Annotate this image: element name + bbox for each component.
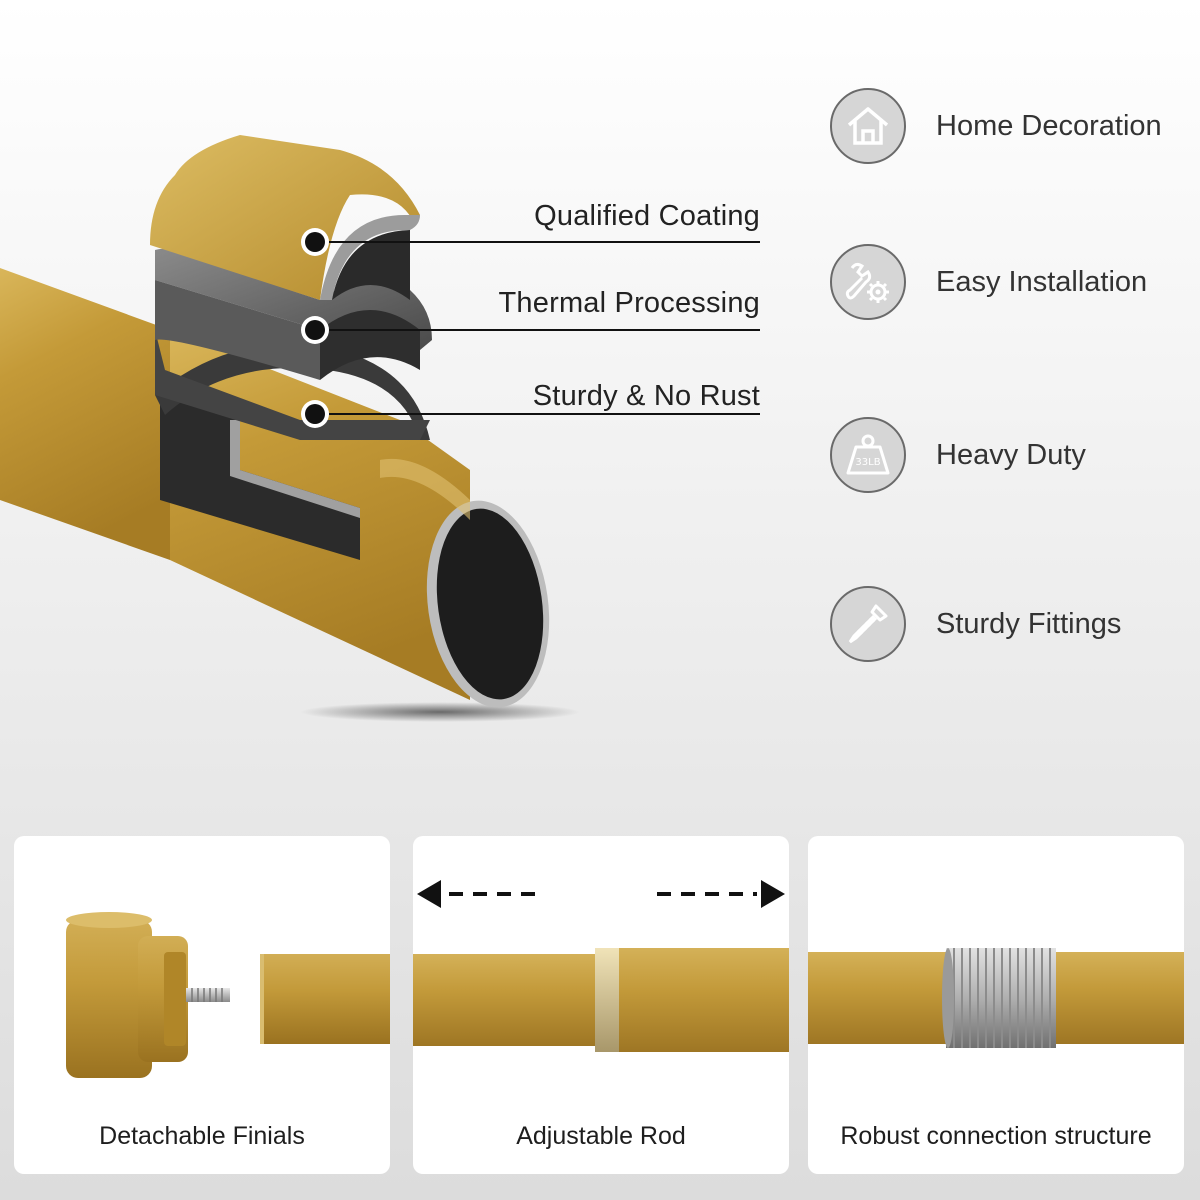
callout-label-rust: Sturdy & No Rust xyxy=(532,380,760,412)
card-caption: Detachable Finials xyxy=(99,1122,305,1150)
layer-coating xyxy=(150,135,420,300)
arrow-right-icon xyxy=(657,880,785,908)
finial-rod xyxy=(260,954,390,1044)
wrench-gear-icon xyxy=(830,244,906,320)
feature-label: Easy Installation xyxy=(936,265,1148,298)
weight-icon: 33LB xyxy=(830,417,906,493)
feature-label: Sturdy Fittings xyxy=(936,607,1122,640)
card-caption: Robust connection structure xyxy=(840,1122,1152,1150)
card-caption: Adjustable Rod xyxy=(516,1122,686,1150)
house-icon xyxy=(830,88,906,164)
feature-home-decoration: Home Decoration xyxy=(830,88,1162,164)
rod-joint-ring xyxy=(595,948,619,1052)
weight-badge: 33LB xyxy=(855,457,880,468)
card-robust-connection: Robust connection structure xyxy=(808,836,1184,1174)
tube-cutaway-illustration xyxy=(0,135,760,722)
feature-sturdy-fittings: Sturdy Fittings xyxy=(830,586,1121,662)
screw-icon xyxy=(830,586,906,662)
finial-illustration xyxy=(66,912,390,1078)
connection-illustration xyxy=(808,948,1184,1048)
layer-thermal xyxy=(155,248,432,350)
feature-easy-installation: Easy Installation xyxy=(830,244,1147,320)
card-detachable-finials: Detachable Finials xyxy=(14,836,390,1174)
callout-label-coating: Qualified Coating xyxy=(534,200,760,232)
feature-label: Heavy Duty xyxy=(936,438,1086,471)
adjustable-rod-illustration xyxy=(413,880,789,1052)
feature-label: Home Decoration xyxy=(936,109,1162,142)
tube-body xyxy=(0,268,170,560)
card-adjustable-rod: Adjustable Rod xyxy=(413,836,789,1174)
layer-sturdy xyxy=(155,344,430,440)
finial-stud xyxy=(186,988,230,1002)
callout-label-thermal: Thermal Processing xyxy=(498,287,760,319)
feature-heavy-duty: 33LB Heavy Duty xyxy=(830,417,1086,493)
arrow-left-icon xyxy=(417,880,545,908)
